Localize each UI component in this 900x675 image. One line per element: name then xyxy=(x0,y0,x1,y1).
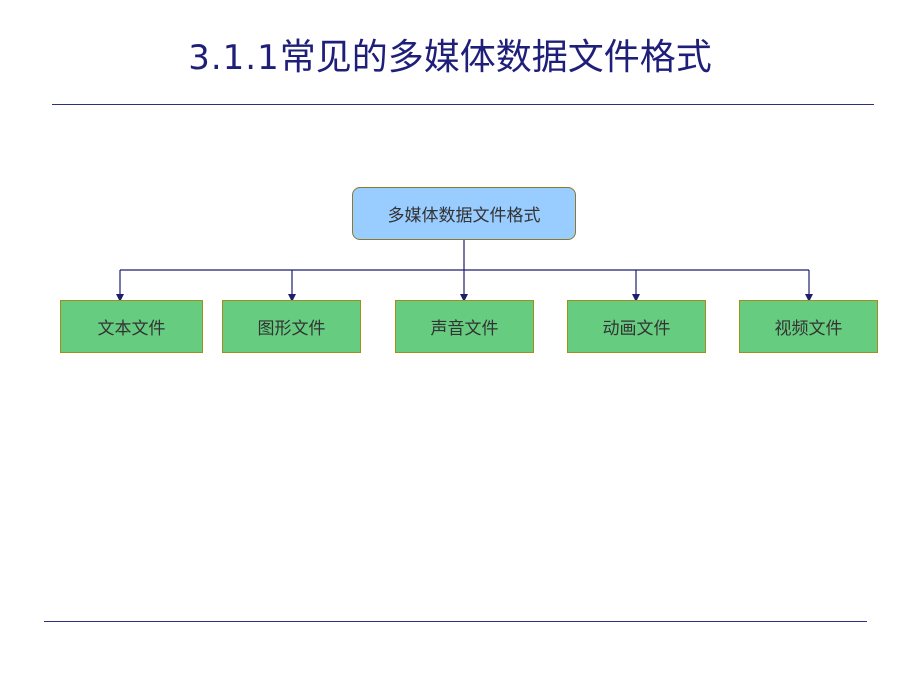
child-node-graphic-files: 图形文件 xyxy=(222,300,361,353)
slide-title-text: 常见的多媒体数据文件格式 xyxy=(279,37,712,78)
child-node-video-files: 视频文件 xyxy=(739,300,878,353)
child-node-text-files: 文本文件 xyxy=(60,300,203,353)
root-node: 多媒体数据文件格式 xyxy=(352,187,576,240)
slide-title: 3.1.1常见的多媒体数据文件格式 xyxy=(0,34,900,82)
bottom-divider xyxy=(44,621,867,622)
child-node-animation-files: 动画文件 xyxy=(567,300,706,353)
top-divider xyxy=(52,104,874,105)
child-node-audio-files: 声音文件 xyxy=(395,300,534,353)
slide-title-number: 3.1.1 xyxy=(188,38,280,78)
